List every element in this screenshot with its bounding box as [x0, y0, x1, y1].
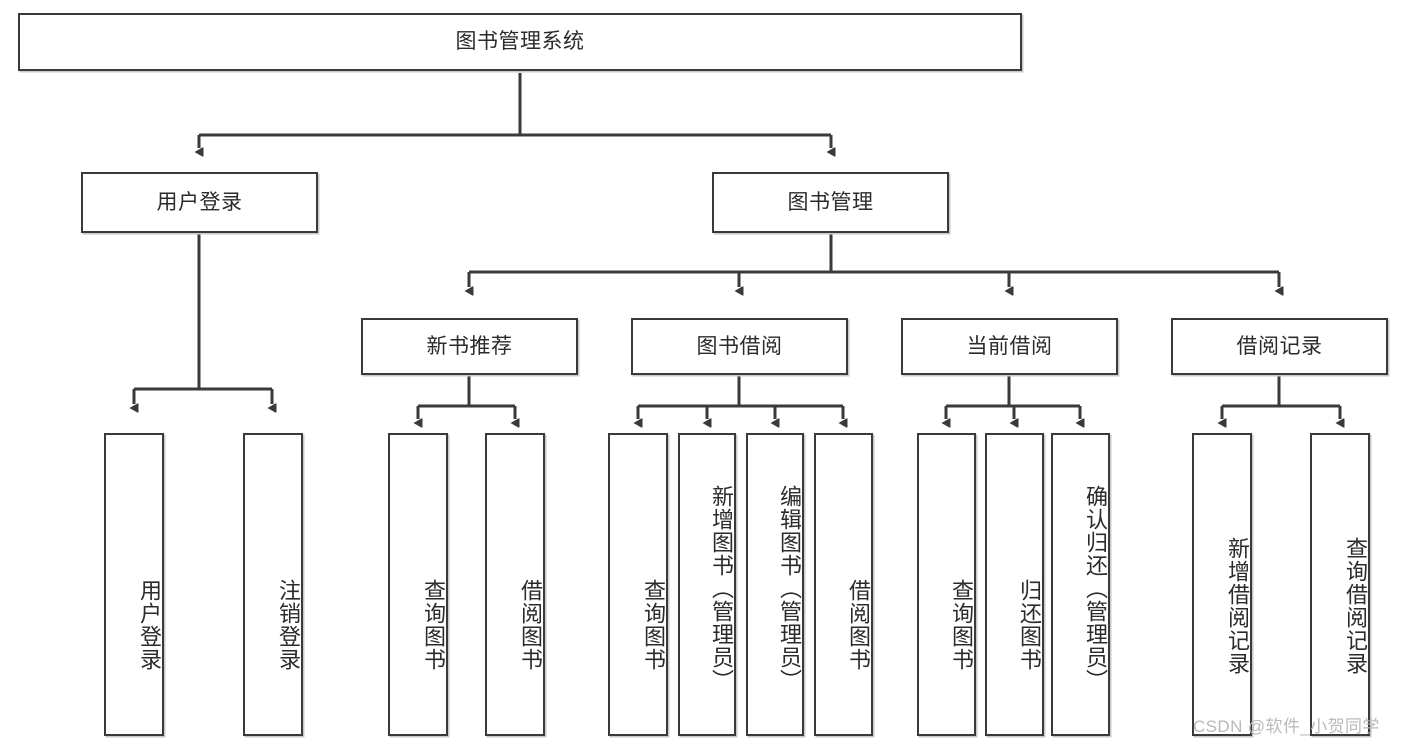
csdn-watermark: CSDN @软件_小贺同学 [1193, 717, 1380, 736]
leaf-borrow-record-add-record[interactable]: 新增借阅记录 [1192, 433, 1252, 736]
node-user-login[interactable]: 用户登录 [81, 172, 318, 233]
leaf-book-borrow-edit-book-admin[interactable]: 编辑图书（管理员） [746, 433, 804, 736]
node-book-borrowing[interactable]: 图书借阅 [631, 318, 848, 375]
leaf-new-book-borrow-books[interactable]: 借阅图书 [485, 433, 545, 736]
leaf-user-login-signin[interactable]: 用户登录 [104, 433, 164, 736]
node-current-borrowing[interactable]: 当前借阅 [901, 318, 1118, 375]
node-root-library-management-system[interactable]: 图书管理系统 [18, 13, 1022, 71]
leaf-new-book-query-books[interactable]: 查询图书 [388, 433, 448, 736]
leaf-user-login-logout[interactable]: 注销登录 [243, 433, 303, 736]
node-new-book-recommendation[interactable]: 新书推荐 [361, 318, 578, 375]
node-borrowing-record[interactable]: 借阅记录 [1171, 318, 1388, 375]
leaf-book-borrow-add-book-admin[interactable]: 新增图书（管理员） [678, 433, 736, 736]
leaf-book-borrow-query-books[interactable]: 查询图书 [608, 433, 668, 736]
leaf-current-borrow-confirm-return-admin[interactable]: 确认归还（管理员） [1051, 433, 1110, 736]
leaf-current-borrow-return-books[interactable]: 归还图书 [985, 433, 1044, 736]
node-book-management[interactable]: 图书管理 [712, 172, 949, 233]
leaf-current-borrow-query-books[interactable]: 查询图书 [917, 433, 976, 736]
leaf-borrow-record-query-record[interactable]: 查询借阅记录 [1310, 433, 1370, 736]
leaf-book-borrow-borrow-books[interactable]: 借阅图书 [814, 433, 873, 736]
